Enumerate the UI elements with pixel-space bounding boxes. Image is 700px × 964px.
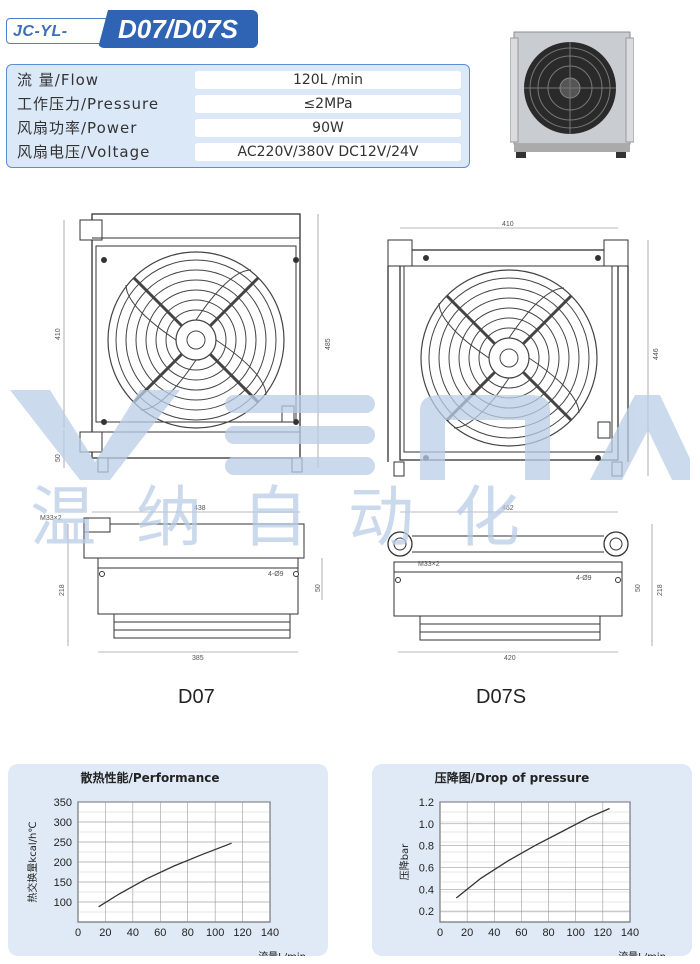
dim-d07-top-width: 438: [194, 505, 206, 512]
product-photo: [510, 31, 634, 158]
x-tick-label: 120: [233, 927, 251, 939]
dim-d07s-side-50: 50: [635, 584, 642, 592]
dim-d07-side-50: 50: [315, 584, 322, 592]
spec-label: 流 量/Flow: [17, 71, 100, 89]
y-tick-label: 350: [54, 797, 72, 809]
series-line: [98, 842, 232, 908]
y-tick-label: 0.6: [419, 862, 434, 874]
spec-value: ≤2MPa: [195, 95, 461, 113]
dim-d07-width: 385: [192, 655, 204, 662]
spec-value: AC220V/380V DC12V/24V: [195, 143, 461, 161]
dim-d07-height: 410: [55, 328, 62, 340]
series-line: [455, 807, 610, 899]
d07s-label: D07S: [476, 686, 527, 708]
x-tick-label: 60: [515, 927, 527, 939]
spec-value: 90W: [195, 119, 461, 137]
dim-d07-port: M33×2: [40, 515, 62, 522]
x-axis-label: 流量L/min: [618, 950, 666, 956]
x-tick-label: 60: [154, 927, 166, 939]
x-tick-label: 140: [261, 927, 279, 939]
x-tick-label: 80: [542, 927, 554, 939]
x-tick-label: 40: [488, 927, 500, 939]
d07-front-view: [63, 213, 319, 473]
spec-row-flow: 流 量/Flow 120L /min: [13, 70, 463, 90]
dim-d07s-port: M33×2: [418, 561, 440, 568]
spec-label: 风扇功率/Power: [17, 119, 138, 137]
d07-bottom-view: [67, 511, 323, 653]
dim-d07-total-height: 485: [325, 338, 332, 350]
spec-label: 工作压力/Pressure: [17, 95, 160, 113]
dim-d07-holes: 4-Ø9: [268, 571, 284, 578]
spec-value: 120L /min: [195, 71, 461, 89]
y-tick-label: 200: [54, 857, 72, 869]
x-tick-label: 100: [567, 927, 585, 939]
performance-chart-panel: 散热性能/Performance 0 20 40 60 80 100 120 140 100 150…: [8, 764, 328, 956]
spec-row-voltage: 风扇电压/Voltage AC220V/380V DC12V/24V: [13, 142, 463, 162]
pressure-drop-chart-panel: 压降图/Drop of pressure 0 20 40 60 80 100 120 140 0.…: [372, 764, 692, 956]
y-tick-label: 100: [54, 897, 72, 909]
dim-d07s-side-height: 218: [657, 584, 664, 596]
dim-d07s-width: 410: [502, 221, 514, 228]
watermark-logo: [10, 390, 690, 480]
spec-label: 风扇电压/Voltage: [17, 143, 151, 161]
x-tick-label: 20: [461, 927, 473, 939]
dim-d07-bottom: 50: [55, 454, 62, 462]
dim-d07-side-height: 218: [59, 584, 66, 596]
x-tick-label: 40: [127, 927, 139, 939]
y-tick-label: 1.0: [419, 819, 434, 831]
dim-d07s-height: 446: [653, 348, 660, 360]
x-tick-label: 140: [621, 927, 639, 939]
y-tick-label: 150: [54, 877, 72, 889]
spec-row-pressure: 工作压力/Pressure ≤2MPa: [13, 94, 463, 114]
x-tick-label: 0: [437, 927, 443, 939]
y-tick-label: 300: [54, 817, 72, 829]
x-axis-label: 流量L/min: [258, 950, 306, 956]
y-tick-label: 0.4: [419, 884, 434, 896]
spec-table: 流 量/Flow 120L /min 工作压力/Pressure ≤2MPa 风…: [6, 64, 470, 168]
dim-d07s-holes: 4-Ø9: [576, 575, 592, 582]
chart-title: 压降图/Drop of pressure: [435, 770, 589, 785]
y-tick-label: 0.2: [419, 906, 434, 918]
watermark-chinese: 温纳自动化: [30, 479, 560, 556]
spec-row-power: 风扇功率/Power 90W: [13, 118, 463, 138]
y-tick-label: 1.2: [419, 797, 434, 809]
performance-chart: 散热性能/Performance 0 20 40 60 80 100 120 140 100 150…: [26, 770, 306, 956]
dim-d07s-top-width: 462: [502, 505, 514, 512]
dim-d07s-bottom-width: 420: [504, 655, 516, 662]
model-title: D07/D07S: [98, 10, 258, 48]
x-tick-label: 20: [99, 927, 111, 939]
y-tick-label: 0.8: [419, 841, 434, 853]
series-prefix: JC-YL-: [6, 18, 110, 44]
y-axis-label: 压降bar: [398, 843, 411, 880]
x-tick-label: 120: [594, 927, 612, 939]
chart-title: 散热性能/Performance: [80, 770, 219, 785]
y-axis-label: 热交换量kcal/h℃: [26, 821, 39, 902]
x-tick-label: 100: [206, 927, 224, 939]
d07-label: D07: [178, 686, 215, 708]
x-tick-label: 80: [182, 927, 194, 939]
d07s-bottom-view: [387, 511, 653, 653]
x-tick-label: 0: [75, 927, 81, 939]
pressure-drop-chart: 压降图/Drop of pressure 0 20 40 60 80 100 120 140 0.…: [398, 770, 666, 956]
y-tick-label: 250: [54, 837, 72, 849]
